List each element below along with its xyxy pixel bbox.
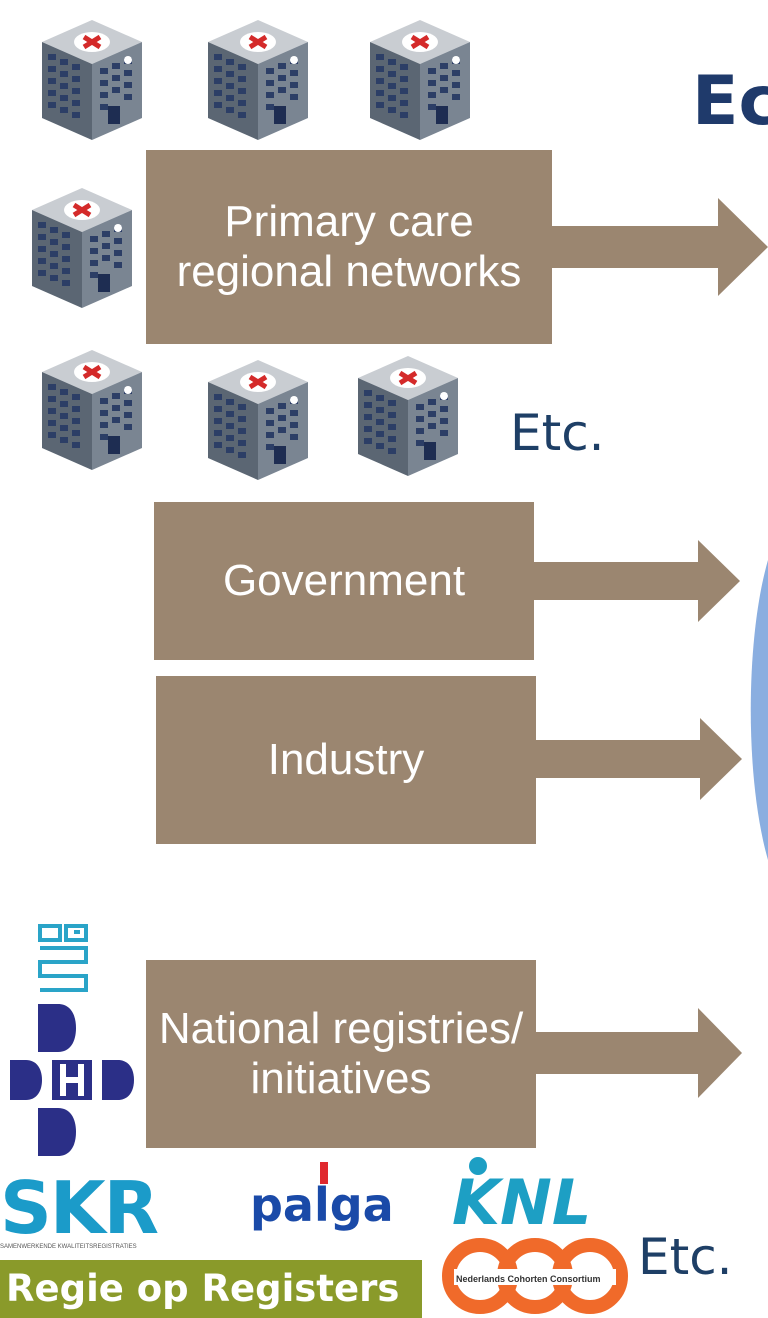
skr-logo-text: SKR <box>0 1166 159 1250</box>
knl-logo: KNL <box>452 1166 592 1239</box>
industry-box: Industry <box>156 676 536 844</box>
national-registries-label: National registries/ initiatives <box>158 1004 524 1103</box>
industry-label: Industry <box>267 735 425 784</box>
page-title: Ec <box>692 62 768 141</box>
government-box: Government <box>154 502 534 660</box>
palga-accent-mark <box>320 1162 328 1184</box>
national-registries-box: National registries/ initiatives <box>146 960 536 1148</box>
skr-subtitle: SAMENWERKENDE KWALITEITSREGISTRATIES <box>0 1244 137 1250</box>
hospital-icon <box>32 188 132 308</box>
government-label: Government <box>222 556 466 605</box>
right-arrow-icon <box>548 198 768 296</box>
etc-logos-label: Etc. <box>638 1228 733 1286</box>
cbs-logo <box>38 924 88 992</box>
dhd-logo <box>10 1004 134 1156</box>
hospital-icon <box>208 20 308 140</box>
blue-oval-shape <box>750 560 768 860</box>
hospital-icon <box>208 360 308 480</box>
hospital-icon <box>358 356 458 476</box>
hospital-icon <box>42 20 142 140</box>
regie-op-registers-logo: Regie op Registers <box>0 1260 422 1318</box>
ncc-logo <box>442 1238 628 1314</box>
primary-care-label: Primary care regional networks <box>176 197 522 296</box>
etc-hospitals-label: Etc. <box>510 404 605 462</box>
right-arrow-icon <box>530 540 740 622</box>
hospital-icon <box>42 350 142 470</box>
right-arrow-icon <box>532 718 742 800</box>
skr-logo: SKR SAMENWERKENDE KWALITEITSREGISTRATIES <box>0 1172 178 1252</box>
hospital-icon <box>370 20 470 140</box>
palga-logo: palga <box>250 1178 394 1232</box>
right-arrow-icon <box>532 1008 742 1098</box>
primary-care-box: Primary care regional networks <box>146 150 552 344</box>
knl-dot-icon <box>469 1157 487 1175</box>
ncc-logo-text: Nederlands Cohorten Consortium <box>456 1274 601 1284</box>
